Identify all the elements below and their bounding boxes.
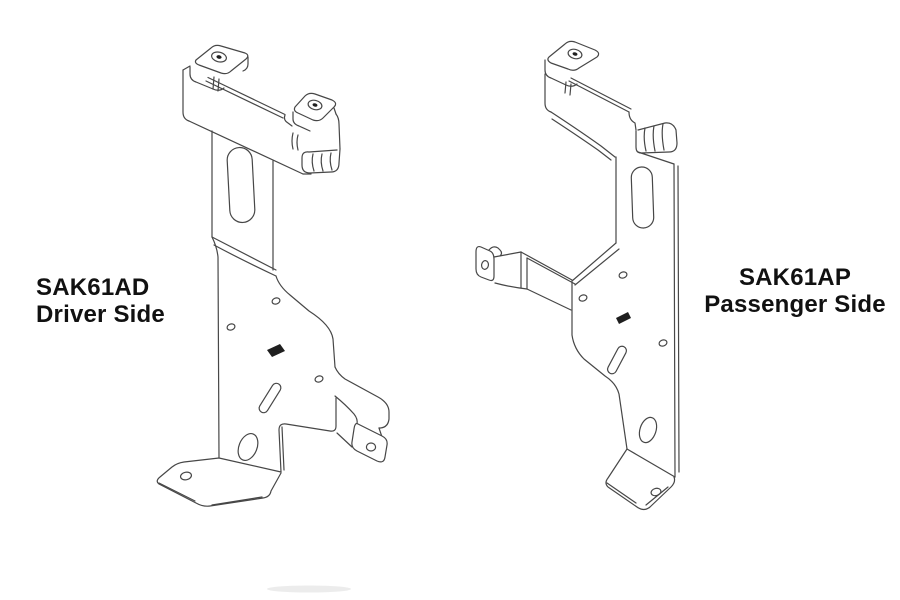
passenger-foot-flange <box>605 448 676 511</box>
passenger-top-channel <box>544 40 680 478</box>
scan-smudge <box>267 585 351 593</box>
passenger-main-plate <box>475 245 668 450</box>
passenger-bracket-drawing <box>475 40 680 511</box>
driver-stamp-mark <box>267 344 285 357</box>
driver-part-number: SAK61AD <box>36 274 150 301</box>
passenger-slotted-strap <box>571 156 655 286</box>
driver-foot-flange <box>156 457 282 507</box>
passenger-part-label: SAK61AP Passenger Side <box>700 264 890 318</box>
driver-side-label: Driver Side <box>36 301 165 328</box>
driver-slotted-strap <box>211 130 277 277</box>
driver-bracket-drawing <box>156 44 390 507</box>
driver-main-plate <box>211 236 390 473</box>
driver-part-label: SAK61AD Driver Side <box>36 274 165 328</box>
passenger-side-label: Passenger Side <box>704 291 886 318</box>
driver-top-channel <box>182 44 341 175</box>
passenger-stamp-mark <box>616 312 631 324</box>
passenger-part-number: SAK61AP <box>738 264 852 291</box>
